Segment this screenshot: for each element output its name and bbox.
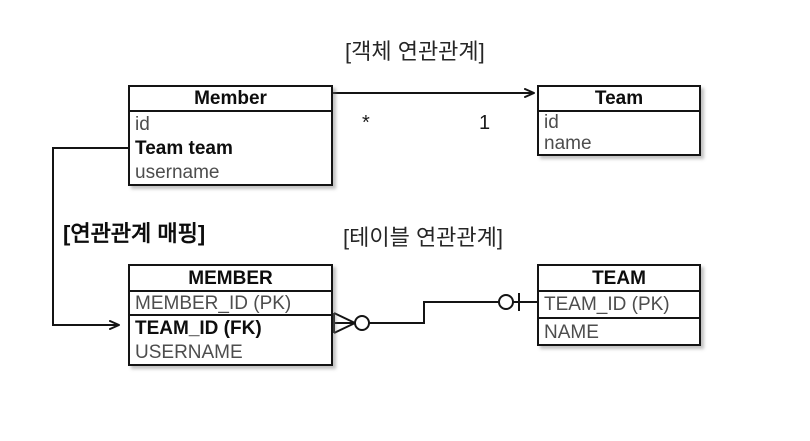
entity-field: username: [135, 161, 220, 183]
table-column: USERNAME: [135, 341, 243, 363]
table-column-list-member: MEMBER_ID (PK) TEAM_ID (FK) USERNAME: [130, 292, 331, 364]
entity-field: Team team: [135, 137, 233, 159]
table-box-team[interactable]: TEAM TEAM_ID (PK) NAME: [537, 264, 701, 346]
table-column-list-team: TEAM_ID (PK) NAME: [539, 292, 699, 346]
caption-table-relation: [테이블 연관관계]: [343, 225, 504, 250]
entity-box-member[interactable]: Member id Team team username: [128, 85, 333, 186]
caption-object-relation: [객체 연관관계]: [345, 39, 485, 64]
crowsfoot-many-optional: [333, 312, 370, 334]
entity-field-list-team: id name: [539, 112, 699, 154]
crowsfoot-one-optional: [498, 293, 537, 311]
entity-box-team[interactable]: Team id name: [537, 85, 701, 156]
multiplicity-many: *: [362, 112, 370, 134]
table-column: NAME: [544, 322, 599, 343]
table-column: MEMBER_ID (PK): [130, 292, 331, 316]
entity-field-list-member: id Team team username: [130, 112, 331, 184]
relationship-line-member-team: [369, 301, 499, 324]
table-box-member[interactable]: MEMBER MEMBER_ID (PK) TEAM_ID (FK) USERN…: [128, 264, 333, 366]
table-column: TEAM_ID (PK): [539, 292, 699, 319]
table-title-team: TEAM: [539, 266, 699, 292]
entity-title-member: Member: [130, 87, 331, 112]
entity-title-team: Team: [539, 87, 699, 112]
caption-relation-mapping: [연관관계 매핑]: [63, 221, 206, 246]
multiplicity-one: 1: [479, 112, 491, 134]
entity-field: id: [135, 113, 150, 135]
table-column: TEAM_ID (FK): [135, 317, 262, 339]
entity-field: name: [544, 133, 592, 154]
mapping-arrow-team-to-fk: [52, 147, 128, 330]
table-title-member: MEMBER: [130, 266, 331, 292]
entity-field: id: [544, 112, 559, 133]
